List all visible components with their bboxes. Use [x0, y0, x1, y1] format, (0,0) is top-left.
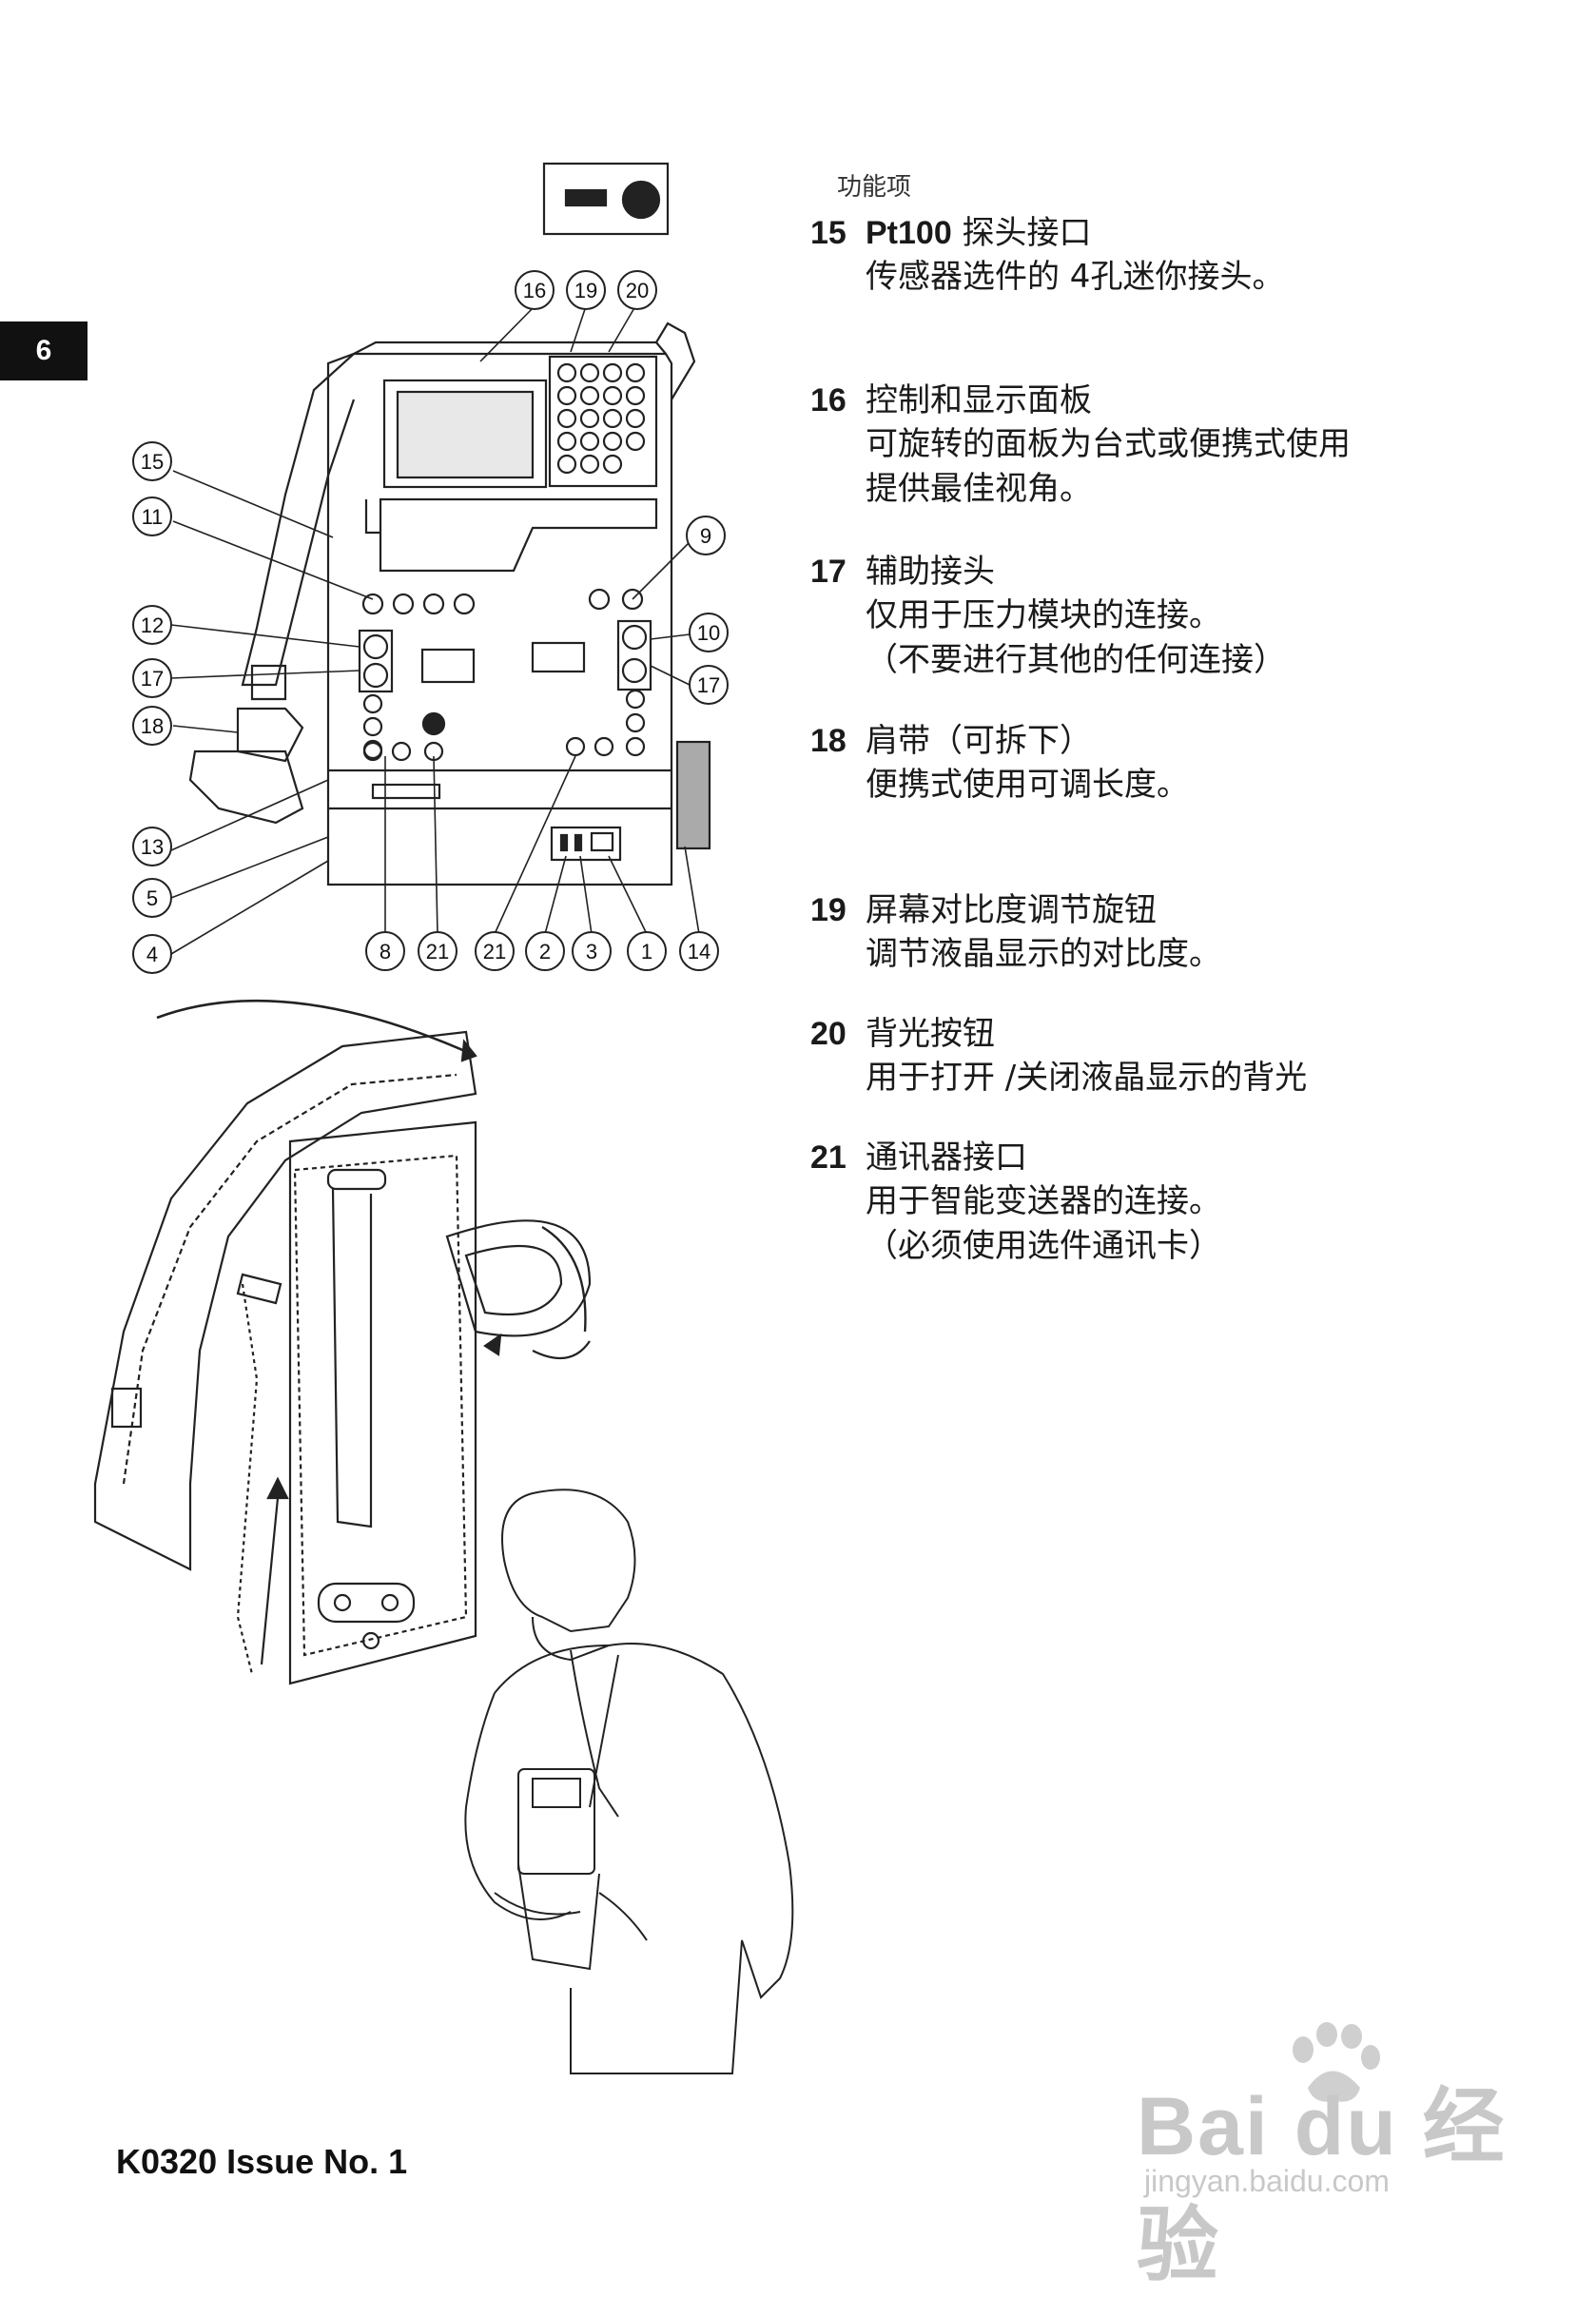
- item-number: 19: [810, 892, 847, 928]
- callout-2: 2: [539, 940, 551, 964]
- item-description: 调节液晶显示的对比度。: [866, 935, 1221, 973]
- feature-item-20: 20 背光按钮 用于打开 /关闭液晶显示的背光: [810, 1012, 1552, 1100]
- callout-5: 5: [146, 886, 158, 910]
- callout-10: 10: [697, 621, 720, 645]
- item-number: 20: [810, 1016, 847, 1052]
- carry-case-illustration: [93, 999, 592, 1685]
- callout-labels: 16 19 20 15 11 9 12 10 17 17 18 13 5 4 8…: [132, 270, 729, 974]
- callout-14: 14: [688, 940, 710, 964]
- callout-3: 3: [586, 940, 597, 964]
- callout-13: 13: [141, 835, 164, 859]
- callout-12: 12: [141, 613, 164, 637]
- feature-item-21: 21 通讯器接口 用于智能变送器的连接。 （必须使用选件通讯卡）: [810, 1136, 1552, 1269]
- paw-logo-icon: [1293, 2022, 1380, 2102]
- item-description: 用于智能变送器的连接。: [866, 1182, 1221, 1220]
- callout-11: 11: [142, 505, 164, 529]
- callout-20: 20: [626, 279, 649, 302]
- callout-16: 16: [523, 279, 546, 302]
- item-title: 屏幕对比度调节旋钮: [866, 891, 1157, 929]
- callout-21-a: 21: [426, 940, 449, 964]
- item-description: 传感器选件的 4孔迷你接头。: [866, 258, 1285, 296]
- instrument-diagram: 16 19 20 15 11 9 12 10 17 17 18 13 5 4 8…: [93, 162, 794, 2074]
- item-title: 背光按钮: [866, 1015, 995, 1053]
- feature-item-16: 16 控制和显示面板 可旋转的面板为台式或便携式使用 提供最佳视角。: [810, 379, 1552, 512]
- document-footer: K0320 Issue No. 1: [116, 2142, 408, 2181]
- item-number: 16: [810, 382, 847, 419]
- baidu-watermark: Bai du 经验 jingyan.baidu.com: [1137, 2021, 1555, 2291]
- feature-item-19: 19 屏幕对比度调节旋钮 调节液晶显示的对比度。: [810, 888, 1552, 977]
- callout-8: 8: [380, 940, 391, 964]
- item-title: 控制和显示面板: [866, 381, 1092, 419]
- callout-9: 9: [700, 524, 711, 548]
- item-bold-label: Pt100: [866, 215, 952, 251]
- feature-item-15: 15 Pt100 探头接口 传感器选件的 4孔迷你接头。: [810, 211, 1552, 300]
- item-description: （必须使用选件通讯卡）: [866, 1227, 1221, 1265]
- item-number: 17: [810, 554, 847, 590]
- page-number-tab: 6: [0, 321, 88, 380]
- item-description: 仅用于压力模块的连接。: [866, 596, 1221, 634]
- item-number: 21: [810, 1139, 847, 1176]
- item-number: 15: [810, 215, 847, 251]
- callout-17-left: 17: [141, 667, 164, 691]
- item-description: 可旋转的面板为台式或便携式使用: [866, 425, 1351, 463]
- item-description: 提供最佳视角。: [866, 470, 1092, 508]
- feature-item-18: 18 肩带（可拆下） 便携式使用可调长度。: [810, 719, 1552, 808]
- item-title: 探头接口: [962, 214, 1092, 252]
- item-description: 便携式使用可调长度。: [866, 766, 1189, 804]
- callout-18: 18: [141, 714, 164, 738]
- section-heading: 功能项: [837, 173, 912, 202]
- item-description: （不要进行其他的任何连接）: [866, 641, 1286, 679]
- callout-1: 1: [641, 940, 652, 964]
- callout-4: 4: [146, 943, 158, 966]
- person-illustration: [464, 1489, 794, 2074]
- item-title: 肩带（可拆下）: [866, 722, 1092, 760]
- item-number: 18: [810, 723, 847, 759]
- callout-15: 15: [141, 450, 164, 474]
- callout-21-b: 21: [483, 940, 506, 964]
- callout-17-right: 17: [697, 673, 720, 697]
- item-title: 辅助接头: [866, 553, 995, 591]
- item-title: 通讯器接口: [866, 1139, 1027, 1177]
- feature-item-17: 17 辅助接头 仅用于压力模块的连接。 （不要进行其他的任何连接）: [810, 550, 1552, 683]
- callout-19: 19: [574, 279, 597, 302]
- watermark-url: jingyan.baidu.com: [1144, 2164, 1390, 2198]
- item-description: 用于打开 /关闭液晶显示的背光: [866, 1059, 1308, 1097]
